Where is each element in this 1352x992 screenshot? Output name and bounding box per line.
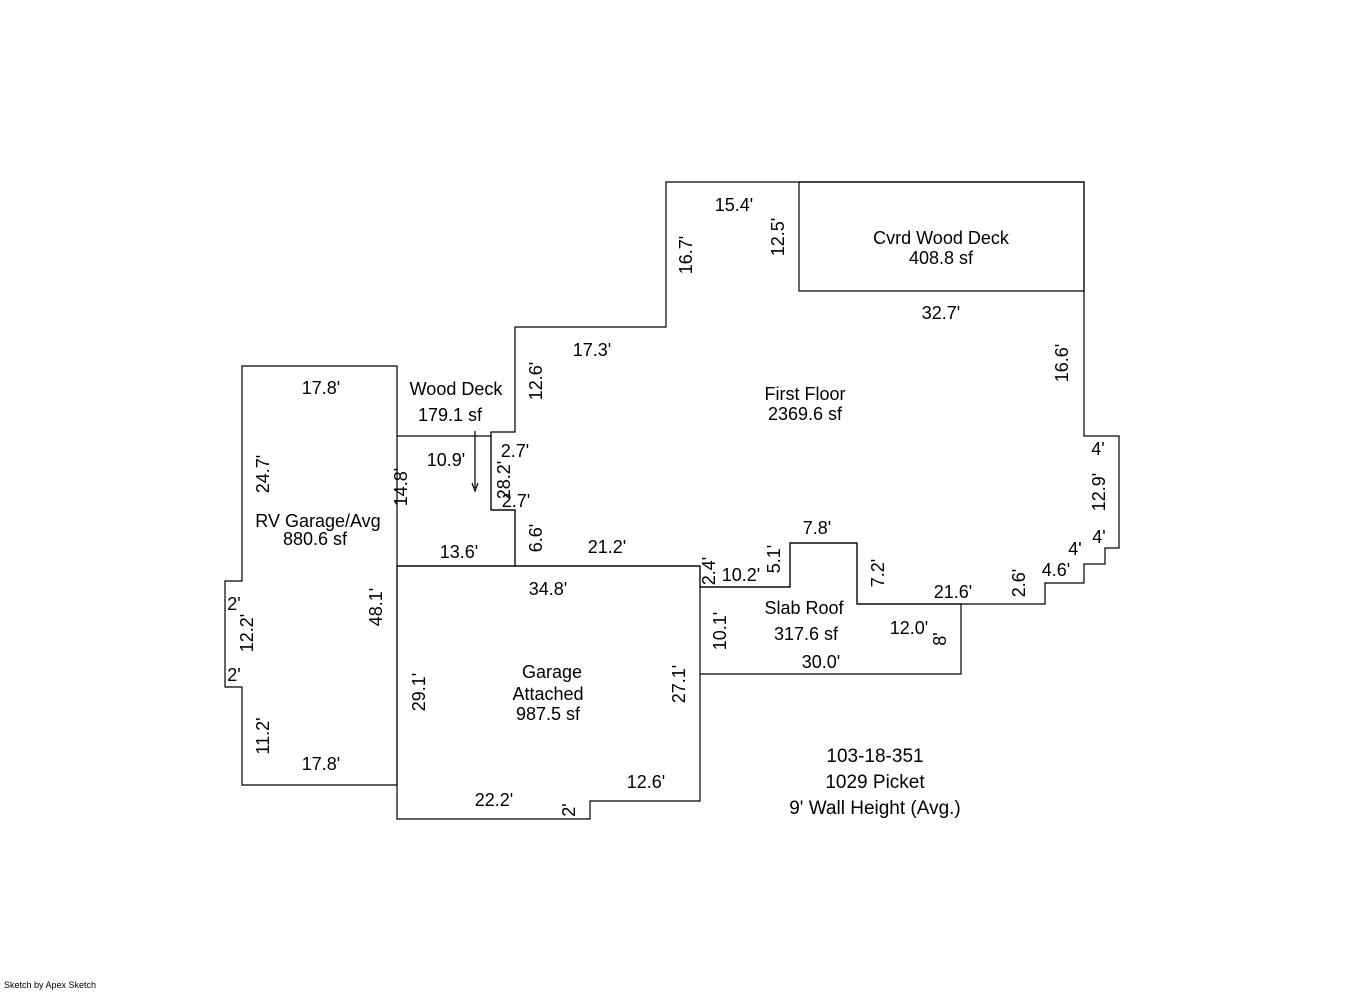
dim-label: 24.7' [253, 455, 273, 493]
dim-label: 22.2' [475, 790, 513, 810]
dim-label: 8' [930, 632, 950, 645]
dim-label: 12.0' [890, 618, 928, 638]
dim-label: 13.6' [440, 542, 478, 562]
dim-label: 14.8' [391, 468, 411, 506]
dim-label: 2.4' [699, 557, 719, 585]
dim-label: 29.1' [409, 673, 429, 711]
dim-label: 16.6' [1052, 344, 1072, 382]
dim-label: 10.9' [427, 450, 465, 470]
dim-label: 4.6' [1042, 560, 1070, 580]
dim-label: 4' [1091, 439, 1104, 459]
dim-label: 27.1' [669, 665, 689, 703]
dim-label: 7.8' [803, 518, 831, 538]
wall-height-note: 9' Wall Height (Avg.) [789, 798, 961, 819]
dim-label: 12.5' [768, 218, 788, 256]
arrow-head-icon [471, 482, 479, 493]
wood-deck-size: 179.1 sf [418, 405, 483, 425]
dim-label: 10.1' [710, 612, 730, 650]
dim-label: 2' [227, 665, 240, 685]
dim-label: 4' [1068, 539, 1081, 559]
dim-label: 6.6' [526, 524, 546, 552]
property-address: 1029 Picket [825, 772, 925, 793]
dim-label: 2.6' [1009, 569, 1029, 597]
slab-roof-size: 317.6 sf [774, 624, 839, 644]
dim-label: 2' [559, 803, 579, 816]
dim-label: 17.8' [302, 378, 340, 398]
dim-label: 12.2' [237, 614, 257, 652]
slab-roof-outline [700, 542, 962, 675]
property-info: 103-18-351 1029 Picket 9' Wall Height (A… [770, 744, 980, 822]
slab-roof-name: Slab Roof [764, 598, 844, 618]
dim-label: 12.9' [1089, 473, 1109, 511]
dim-label: 17.3' [573, 340, 611, 360]
rv-garage-name: RV Garage/Avg [255, 511, 380, 531]
dim-label: 48.1' [366, 588, 386, 626]
garage-size: 987.5 sf [516, 704, 581, 724]
dim-label: 15.4' [715, 195, 753, 215]
dim-label: 2.7' [502, 491, 530, 511]
sketch-credit: Sketch by Apex Sketch [4, 980, 97, 990]
dim-label: 12.6' [627, 772, 665, 792]
dim-label: 4' [1092, 527, 1105, 547]
garage-name-line2: Attached [512, 684, 583, 704]
garage-name-line1: Garage [522, 662, 582, 682]
first-floor-name: First Floor [765, 384, 846, 404]
dim-label: 32.7' [922, 303, 960, 323]
dim-label: 11.2' [253, 717, 273, 754]
dim-label: 34.8' [529, 579, 567, 599]
cvrd-wood-deck-name: Cvrd Wood Deck [873, 228, 1010, 248]
dim-label: 5.1' [764, 545, 784, 573]
rv-garage-size: 880.6 sf [283, 529, 348, 549]
dim-label: 7.2' [868, 559, 888, 587]
rv-garage-outline [224, 365, 398, 786]
garage-outline [396, 565, 701, 820]
cvrd-wood-deck-outline [798, 181, 1085, 292]
wood-deck-name: Wood Deck [410, 379, 504, 399]
cvrd-wood-deck-size: 408.8 sf [909, 248, 974, 268]
dim-label: 30.0' [802, 652, 840, 672]
dim-label: 2.7' [501, 441, 529, 461]
first-floor-size: 2369.6 sf [768, 404, 843, 424]
dim-label: 21.6' [934, 582, 972, 602]
dim-label: 28.2' [494, 461, 514, 499]
dim-label: 21.2' [588, 537, 626, 557]
dim-label: 16.7' [676, 236, 696, 274]
dim-label: 2' [227, 594, 240, 614]
dim-label: 10.2' [722, 565, 760, 585]
parcel-number: 103-18-351 [826, 746, 924, 767]
dim-label: 17.8' [302, 754, 340, 774]
dim-label: 12.6' [526, 362, 546, 400]
